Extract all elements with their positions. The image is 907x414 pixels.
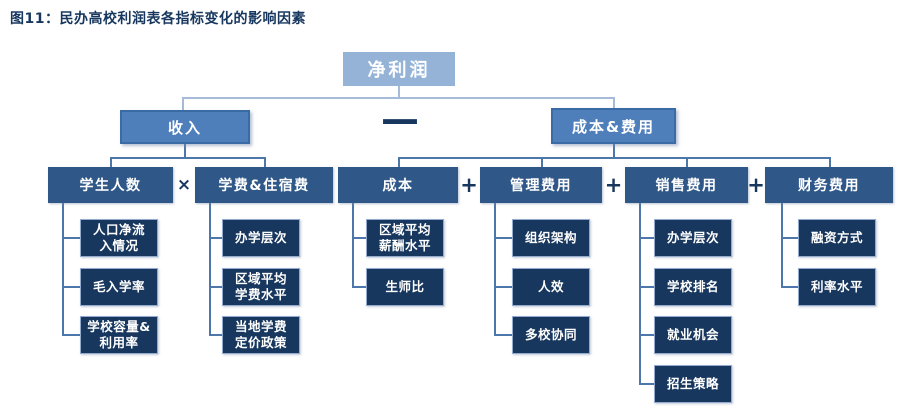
connector-cost-expense-horizontal: [398, 157, 830, 159]
node-tuition-boarding: 学费&住宿费: [195, 167, 333, 203]
times-operator: ×: [176, 175, 192, 195]
minus-operator: —: [381, 97, 419, 141]
leaf-education-level: 办学层次: [222, 219, 300, 257]
connector-drop-selling: [686, 157, 688, 167]
leaf-education-level: 办学层次: [654, 219, 732, 257]
connector-stub: [781, 237, 798, 239]
leaf-staff-efficiency: 人效: [512, 268, 590, 306]
connector-revenue-down: [184, 144, 186, 157]
connector-drop-cost: [398, 157, 400, 167]
connector-drop-admin: [541, 157, 543, 167]
node-cost-expense: 成本&费用: [551, 108, 676, 144]
connector-stub: [639, 237, 654, 239]
connector-stub: [494, 334, 512, 336]
connector-stub: [639, 383, 654, 385]
node-revenue: 收入: [120, 110, 250, 144]
leaf-regional-avg-salary: 区域平均 薪酬水平: [366, 219, 444, 257]
leaf-interest-rate-level: 利率水平: [798, 268, 876, 306]
connector-drop-student-count: [110, 157, 112, 167]
leaf-school-capacity-utilization: 学校容量& 利用率: [80, 316, 158, 354]
connector-stub: [62, 334, 80, 336]
leaf-multi-campus-synergy: 多校协同: [512, 316, 590, 354]
figure-title: 图11：民办高校利润表各指标变化的影响因素: [10, 11, 306, 27]
leaf-financing-method: 融资方式: [798, 219, 876, 257]
leaf-employment-opportunity: 就业机会: [654, 316, 732, 354]
connector-stub: [352, 286, 366, 288]
connector-drop-finance: [829, 157, 831, 167]
connector-student-spine: [62, 203, 64, 335]
leaf-population-net-inflow: 人口净流 入情况: [80, 219, 158, 257]
connector-stub: [62, 286, 80, 288]
connector-stub: [352, 237, 366, 239]
leaf-regional-avg-tuition: 区域平均 学费水平: [222, 268, 300, 306]
connector-cost-spine: [352, 203, 354, 287]
node-net-profit: 净利润: [343, 52, 455, 86]
connector-selling-spine: [639, 203, 641, 384]
connector-admin-spine: [494, 203, 496, 335]
leaf-student-teacher-ratio: 生师比: [366, 268, 444, 306]
connector-finance-spine: [781, 203, 783, 287]
plus-operator: +: [460, 173, 478, 197]
connector-revenue-horizontal: [110, 157, 265, 159]
plus-operator: +: [604, 173, 623, 197]
connector-stub: [494, 237, 512, 239]
leaf-school-ranking: 学校排名: [654, 268, 732, 306]
connector-stub: [209, 286, 222, 288]
connector-drop-cost-expense: [613, 97, 615, 108]
leaf-gross-enrollment-rate: 毛入学率: [80, 268, 158, 306]
connector-stub: [209, 237, 222, 239]
node-finance-expense: 财务费用: [765, 167, 893, 203]
connector-tuition-spine: [209, 203, 211, 335]
leaf-org-structure: 组织架构: [512, 219, 590, 257]
connector-cost-expense-down: [613, 144, 615, 157]
leaf-local-tuition-pricing-policy: 当地学费 定价政策: [222, 316, 300, 354]
leaf-recruitment-strategy: 招生策略: [654, 365, 732, 403]
connector-drop-revenue: [182, 97, 184, 110]
connector-drop-tuition: [264, 157, 266, 167]
node-student-count: 学生人数: [48, 167, 173, 203]
node-admin-expense: 管理费用: [480, 167, 602, 203]
connector-root-down: [398, 86, 400, 97]
connector-stub: [209, 334, 222, 336]
connector-stub: [639, 334, 654, 336]
plus-operator: +: [747, 173, 765, 197]
node-selling-expense: 销售费用: [625, 167, 748, 203]
connector-root-horizontal: [182, 97, 614, 99]
node-cost: 成本: [338, 167, 458, 203]
connector-stub: [62, 237, 80, 239]
connector-stub: [781, 286, 798, 288]
connector-stub: [639, 286, 654, 288]
connector-stub: [494, 286, 512, 288]
